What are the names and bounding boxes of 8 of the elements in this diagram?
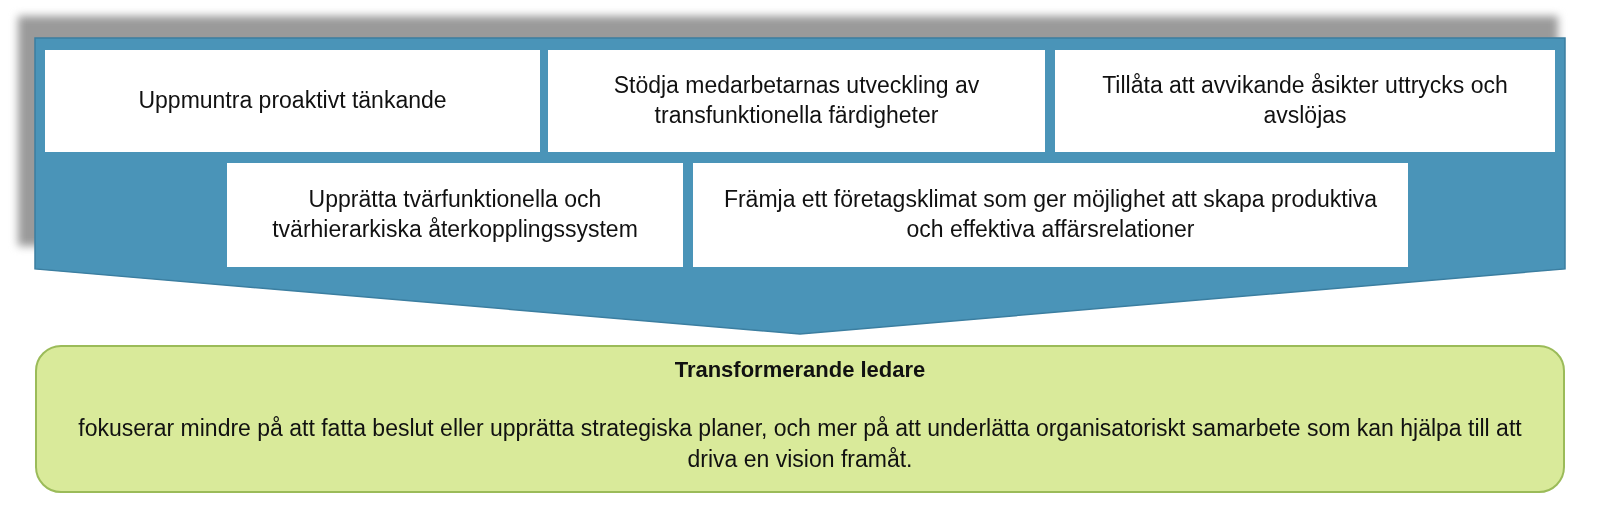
text-box: Stödja medarbetarnas utveckling av transfunktionella färdigheter — [548, 50, 1045, 152]
text-box: Uppmuntra proaktivt tänkande — [45, 50, 540, 152]
text-box: Främja ett företagsklimat som ger möjlighet att skapa produktiva och effektiva affärsrelationer — [693, 163, 1408, 267]
text-box: Tillåta att avvikande åsikter uttrycks och avslöjas — [1055, 50, 1555, 152]
panel-heading: Transformerande ledare — [673, 357, 927, 383]
text-box: Upprätta tvärfunktionella och tvärhierarkiska återkopplingssystem — [227, 163, 683, 267]
summary-panel — [35, 345, 1565, 493]
panel-body-text: fokuserar mindre på att fatta beslut eller upprätta strategiska planer, och mer på att underlätta organisatoriskt samarbete som kan hjälpa till att driva en vision framåt. — [77, 414, 1523, 475]
